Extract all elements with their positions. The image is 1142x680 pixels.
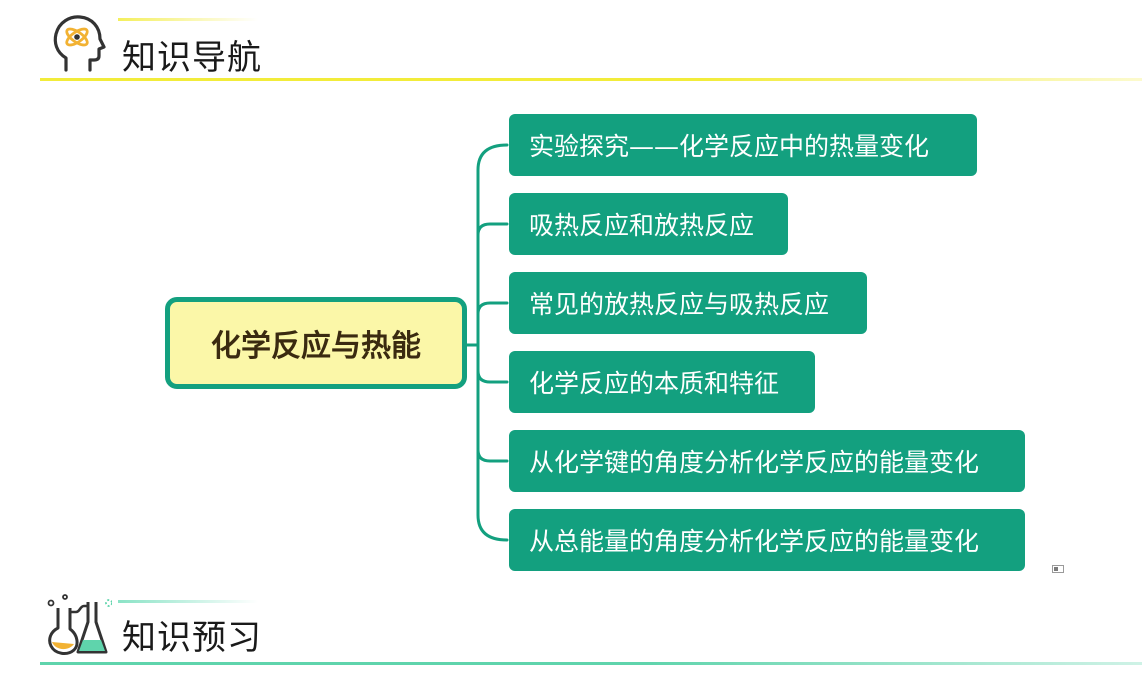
head-atom-icon <box>46 12 110 80</box>
connector-branch-4 <box>476 448 509 463</box>
knowledge-navigation-header: 知识导航 <box>40 12 1142 82</box>
connector-branch-2 <box>476 301 509 316</box>
section-title: 知识导航 <box>122 38 262 78</box>
connector-branch-3 <box>476 369 509 384</box>
section-title: 知识预习 <box>122 618 262 658</box>
mindmap-branch-experiment: 实验探究——化学反应中的热量变化 <box>509 114 977 176</box>
knowledge-preview-header: 知识预习 <box>40 594 1142 670</box>
mindmap-branch-chemical-bond: 从化学键的角度分析化学反应的能量变化 <box>509 430 1025 492</box>
mindmap-branch-endo-exo: 吸热反应和放热反应 <box>509 193 788 255</box>
mindmap-branch-essence: 化学反应的本质和特征 <box>509 351 815 413</box>
mindmap-center-node: 化学反应与热能 <box>165 297 467 389</box>
header-top-rule <box>118 18 258 21</box>
lab-flask-icon <box>46 594 113 664</box>
mindmap-branch-total-energy: 从总能量的角度分析化学反应的能量变化 <box>509 509 1025 571</box>
connector-spine-top <box>476 143 509 347</box>
header-top-rule <box>118 600 258 603</box>
header-underline <box>40 78 1142 81</box>
header-underline <box>40 662 1142 665</box>
mindmap-branch-common-reactions: 常见的放热反应与吸热反应 <box>509 272 867 334</box>
connector-branch-1 <box>476 222 509 237</box>
small-thumbnail-icon <box>1052 565 1064 573</box>
connector-spine-bottom <box>476 343 509 542</box>
